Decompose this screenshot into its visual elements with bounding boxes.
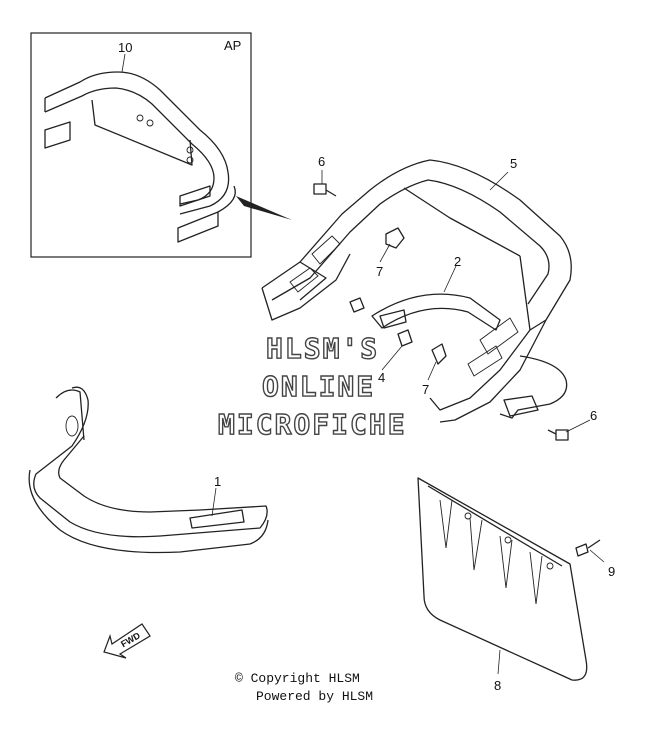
watermark-line2: ONLINE (262, 370, 375, 403)
callout-7-upper: 7 (376, 264, 383, 279)
part-5-rear-fender (261, 159, 572, 423)
callout-8: 8 (494, 678, 501, 693)
watermark-line1: HLSM'S (266, 332, 379, 365)
fwd-arrow-icon: FWD (103, 623, 151, 659)
part-2-bracket (371, 293, 568, 419)
part-7-clip-upper (385, 227, 405, 249)
callout-6-lower: 6 (590, 408, 597, 423)
inset-panel: AP 10 (30, 32, 252, 258)
part-6-bolt-lower (547, 429, 569, 441)
part-4-fasteners (349, 297, 413, 347)
callout-9: 9 (608, 564, 615, 579)
part-6-bolt-upper (313, 183, 337, 197)
callout-4: 4 (378, 370, 385, 385)
powered-by-text: Powered by HLSM (256, 689, 374, 704)
callout-10: 10 (118, 40, 132, 55)
part-1-front-bumper (28, 386, 269, 554)
part-10-rack: 10 (44, 40, 236, 243)
callout-7-lower: 7 (422, 382, 429, 397)
part-7-clip-lower (431, 343, 447, 365)
part-9-rivet (575, 539, 601, 557)
copyright-text: © Copyright HLSM (235, 671, 360, 686)
callout-2: 2 (454, 254, 461, 269)
callout-5: 5 (510, 156, 517, 171)
part-8-mud-flap (417, 477, 588, 681)
watermark-line3: MICROFICHE (218, 408, 407, 441)
callout-6-upper: 6 (318, 154, 325, 169)
callout-1: 1 (214, 474, 221, 489)
watermark: HLSM'S ONLINE MICROFICHE (217, 331, 407, 441)
inset-tag: AP (224, 38, 241, 53)
inset-pointer (236, 196, 292, 220)
callouts: 6 5 2 7 4 7 6 1 9 8 (214, 154, 615, 693)
leader-lines (211, 170, 605, 675)
